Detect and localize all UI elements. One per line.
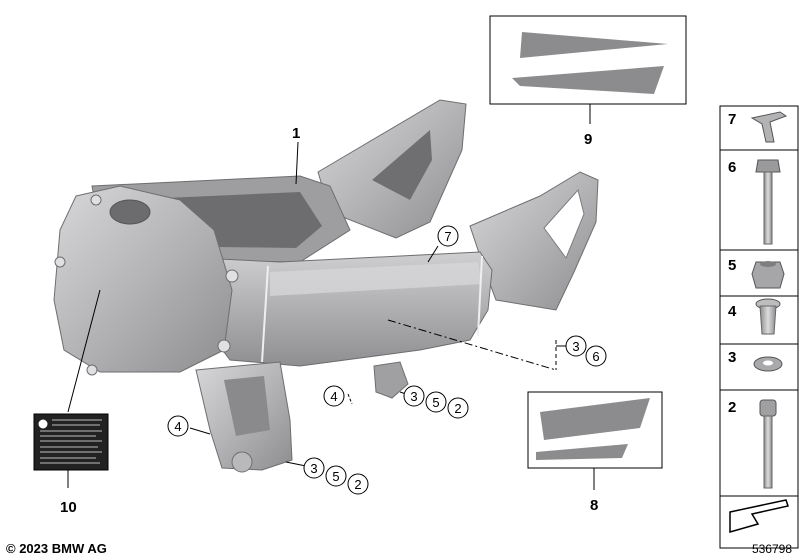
frame-top-strut-cutout: [372, 130, 432, 200]
frame-lower-mount: [373, 361, 409, 399]
callout-1: 1: [292, 125, 300, 142]
pad-8-upper: [540, 398, 650, 440]
washer-icon: [753, 356, 783, 372]
side-panel: 7 6 5 4 3 2: [719, 105, 799, 549]
leader-lines: [67, 104, 595, 490]
svg-text:7: 7: [444, 229, 451, 244]
svg-text:3: 3: [410, 389, 417, 404]
side-item-6-number: 6: [728, 159, 736, 176]
pad-9-lower: [512, 66, 664, 94]
callout-5-low: 5: [325, 465, 347, 487]
frame-pivot-boss: [231, 451, 253, 473]
part-9-box: [489, 15, 687, 105]
svg-text:5: 5: [432, 395, 439, 410]
side-item-3-number: 3: [728, 349, 736, 366]
svg-text:2: 2: [454, 401, 461, 416]
frame-rear-loop-cutout: [543, 188, 585, 260]
side-item-7-number: 7: [728, 111, 736, 128]
socket-head-screw-icon: [759, 399, 777, 489]
label-sticker: [33, 413, 109, 471]
callout-6: 6: [585, 345, 607, 367]
part-8-box: [527, 391, 663, 469]
diagram-id: 536798: [751, 542, 792, 556]
frame-bolt: [86, 364, 98, 376]
frame-steering-bore: [109, 199, 151, 225]
hex-bolt-icon: [755, 159, 781, 245]
navigate-arrow-icon[interactable]: [729, 499, 789, 533]
svg-text:5: 5: [332, 469, 339, 484]
callout-10: 10: [60, 499, 77, 516]
frame-bolt: [90, 194, 102, 206]
frame-bolt: [225, 269, 239, 283]
callout-2-low: 2: [347, 473, 369, 495]
callout-4-low: 4: [167, 415, 189, 437]
clip-icon: [750, 111, 788, 143]
svg-text:3: 3: [310, 461, 317, 476]
frame-bolt: [54, 256, 66, 268]
hex-nut-icon: [751, 261, 785, 289]
callout-8: 8: [590, 497, 598, 514]
svg-text:3: 3: [572, 339, 579, 354]
frame-lower-leg-cutout: [224, 376, 270, 436]
frame-beam-band-right: [477, 255, 483, 337]
frame-steering-head: [53, 185, 233, 373]
svg-text:4: 4: [330, 389, 337, 404]
side-item-5-number: 5: [728, 257, 736, 274]
pad-9-upper: [520, 32, 668, 58]
pad-8-lower: [536, 444, 628, 460]
callout-9: 9: [584, 131, 592, 148]
callout-7: 7: [437, 225, 459, 247]
frame-bolt: [217, 339, 231, 353]
side-item-2-number: 2: [728, 399, 736, 416]
callout-3-mid: 3: [403, 385, 425, 407]
callout-3-low: 3: [303, 457, 325, 479]
bushing-icon: [755, 298, 781, 335]
frame-beam-band-left: [261, 265, 269, 363]
side-item-4-number: 4: [728, 303, 737, 320]
svg-text:4: 4: [174, 419, 181, 434]
frame-beam-highlight: [270, 262, 482, 296]
main-frame: [53, 99, 599, 473]
copyright-text: © 2023 BMW AG: [6, 541, 107, 556]
callout-2-mid: 2: [447, 397, 469, 419]
bmw-logo-icon: [37, 418, 49, 430]
callout-4-mid: 4: [323, 385, 345, 407]
svg-text:2: 2: [354, 477, 361, 492]
svg-text:6: 6: [592, 349, 599, 364]
callout-3-upper: 3: [565, 335, 587, 357]
callout-5-mid: 5: [425, 391, 447, 413]
